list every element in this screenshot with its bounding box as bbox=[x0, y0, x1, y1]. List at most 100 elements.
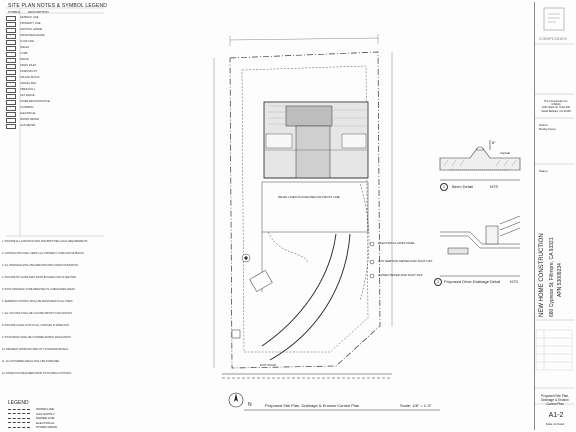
plan-note-electrical: ELECTRICAL MAIN PANEL bbox=[378, 241, 416, 245]
legend-row: GAS METER bbox=[6, 124, 100, 129]
driveway bbox=[261, 233, 351, 361]
legend2-label: ELECTRICAL bbox=[36, 420, 55, 425]
legend-description: SPLASH BLOCK bbox=[20, 76, 40, 79]
legend-symbol bbox=[6, 82, 16, 87]
legend2-label: WATER LINE bbox=[36, 407, 55, 411]
legend-symbol bbox=[6, 118, 16, 123]
site-note: 2. CONTRACTOR SHALL VERIFY ALL PROPERTY … bbox=[2, 252, 85, 255]
drain-detail-label: Proposed Drive Drainage Detail bbox=[444, 279, 501, 284]
legend2-title: LEGEND bbox=[8, 400, 29, 406]
legend2-label: SEWER LINE bbox=[36, 416, 55, 420]
dimension-lines bbox=[213, 34, 393, 368]
legend-symbol bbox=[6, 40, 16, 45]
site-note: 9. STOCKPILES SHALL BE COVERED DURING RA… bbox=[2, 336, 72, 339]
site-note: 4. PROVIDE 5% SLOPE AWAY FROM BUILDING F… bbox=[2, 276, 77, 279]
plan-title: Proposed Site Plan, Drainage & Erosion C… bbox=[265, 403, 360, 408]
legend-row: EXISTING GRADE bbox=[6, 28, 100, 33]
legend-row: FENCE bbox=[6, 58, 100, 63]
legend-description: DRAIN INLET bbox=[20, 64, 37, 67]
legend2-line bbox=[8, 417, 30, 419]
owner-label: Owner bbox=[539, 123, 548, 127]
project-address: 680 Cypress St, Fillmore, CA 93321 bbox=[549, 237, 555, 317]
legend2-line bbox=[8, 422, 30, 424]
legend-symbol bbox=[6, 124, 16, 129]
firm-line-3: Santa Barbara, CA 93150 bbox=[541, 109, 571, 113]
legend-row: SWALE bbox=[6, 46, 100, 51]
legend-description: PROPOSED GRADE bbox=[20, 34, 45, 37]
legend-description: CURB bbox=[20, 52, 28, 55]
utility-symbols bbox=[369, 241, 375, 279]
berm-asphalt-label: Asphalt bbox=[500, 151, 511, 155]
legend-row: SILT FENCE bbox=[6, 94, 100, 99]
site-note: 5. ROOF DRAINAGE TO BE DIRECTED TO LANDS… bbox=[2, 288, 76, 291]
berm-detail-number: 1 bbox=[440, 183, 448, 191]
legend-row: DOWNSPOUT bbox=[6, 70, 100, 75]
legend2-row: STORM DRAIN bbox=[8, 425, 57, 429]
legend-row: PLUMBING bbox=[6, 106, 100, 111]
project-title: NEW HOME CONSTRUCTION bbox=[539, 233, 545, 317]
title-block: COMPCODES The CompCodes inc. CoWork 5431… bbox=[534, 2, 575, 430]
north-arrow-icon bbox=[228, 392, 244, 408]
site-note: 6. SEDIMENT CONTROL SHALL BE MAINTAINED … bbox=[2, 300, 74, 303]
legend-row: GRAVEL BAG bbox=[6, 82, 100, 87]
legend-row: SETBACK LINE bbox=[6, 16, 100, 21]
legend-title: SITE PLAN NOTES & SYMBOL LEGEND bbox=[8, 3, 108, 9]
brand-name: COMPCODES bbox=[539, 36, 568, 41]
berm-dimension: 6" bbox=[492, 140, 496, 145]
legend-description: DOWNSPOUT bbox=[20, 70, 38, 73]
firm-name: The CompCodes inc. bbox=[543, 100, 569, 103]
legend-col-description: DESCRIPTION bbox=[28, 10, 49, 14]
legend-symbol bbox=[6, 52, 16, 57]
project-apn: APN 53009234 bbox=[557, 263, 563, 297]
berm-detail-drawing bbox=[439, 140, 521, 171]
legend-row: PROPERTY LINE bbox=[6, 22, 100, 27]
legend-symbol bbox=[6, 22, 16, 27]
legend-description: STABILIZED ENTRANCE bbox=[20, 100, 50, 103]
drain-detail-scale: NTS bbox=[510, 279, 518, 284]
drain-detail-number: 2 bbox=[434, 278, 442, 286]
sheet-scale: Scale: As Noted bbox=[545, 423, 565, 426]
legend-description: PLUMBING bbox=[20, 106, 34, 109]
legend-symbol bbox=[6, 16, 16, 21]
legend-symbol bbox=[6, 106, 16, 111]
legend-row: STABILIZED ENTRANCE bbox=[6, 100, 100, 105]
legend-description: SETBACK LINE bbox=[20, 16, 39, 19]
north-label: N bbox=[248, 402, 252, 408]
legend-row: CURB bbox=[6, 52, 100, 57]
legend2-line bbox=[8, 408, 30, 410]
revision-table bbox=[535, 329, 573, 371]
legend-col-symbol: SYMBOL bbox=[8, 10, 21, 14]
legend-description: WATER METER bbox=[20, 118, 39, 121]
legend-row: FLOW LINE bbox=[6, 40, 100, 45]
legend-description: SWALE bbox=[20, 46, 29, 49]
legend-symbol bbox=[6, 46, 16, 51]
building-footprint bbox=[263, 101, 369, 179]
legend-description: SILT FENCE bbox=[20, 94, 35, 97]
legend-description: FLOW LINE bbox=[20, 40, 34, 43]
berm-detail-scale: NTS bbox=[490, 184, 498, 189]
legend-symbol bbox=[6, 64, 16, 69]
legend2-row: WATER LINE bbox=[8, 407, 54, 411]
legend-row: PROPOSED GRADE bbox=[6, 34, 100, 39]
plan-scale: Scale: 1/8" = 1'-0" bbox=[400, 403, 432, 408]
title-block-dividers bbox=[534, 43, 574, 405]
legend-description: FENCE bbox=[20, 58, 29, 61]
legend-symbol bbox=[6, 100, 16, 105]
owner-name: Rocky Forey bbox=[539, 127, 556, 131]
legend-symbol bbox=[6, 88, 16, 93]
sheet-number: A1-2 bbox=[548, 412, 564, 419]
plan-note-exit-road: EXIT ROAD bbox=[260, 363, 277, 367]
legend-symbol bbox=[6, 76, 16, 81]
plan-note-gas: GAS SERVICE METER AND SHUT-OFF bbox=[378, 259, 433, 263]
legend-row: ELECTRICAL bbox=[6, 112, 100, 117]
site-note: 7. ALL UTILITIES SHALL BE LOCATED PRIOR … bbox=[2, 312, 73, 315]
legend2-line bbox=[8, 413, 30, 415]
berm-detail-label: Berm Detail bbox=[452, 184, 473, 189]
site-note: 1. PROVIDE ALL CONSTRUCTION SITE BMPS PE… bbox=[2, 240, 89, 243]
site-note: 3. ALL DRAINAGE SHALL BE DIRECTED AWAY F… bbox=[2, 264, 79, 267]
property-line bbox=[229, 51, 381, 369]
site-note: 12. INSPECTION REQUIRED PRIOR TO POURING… bbox=[2, 372, 72, 375]
legend-description: FIBER ROLL bbox=[20, 88, 36, 91]
drain-line bbox=[267, 183, 370, 301]
